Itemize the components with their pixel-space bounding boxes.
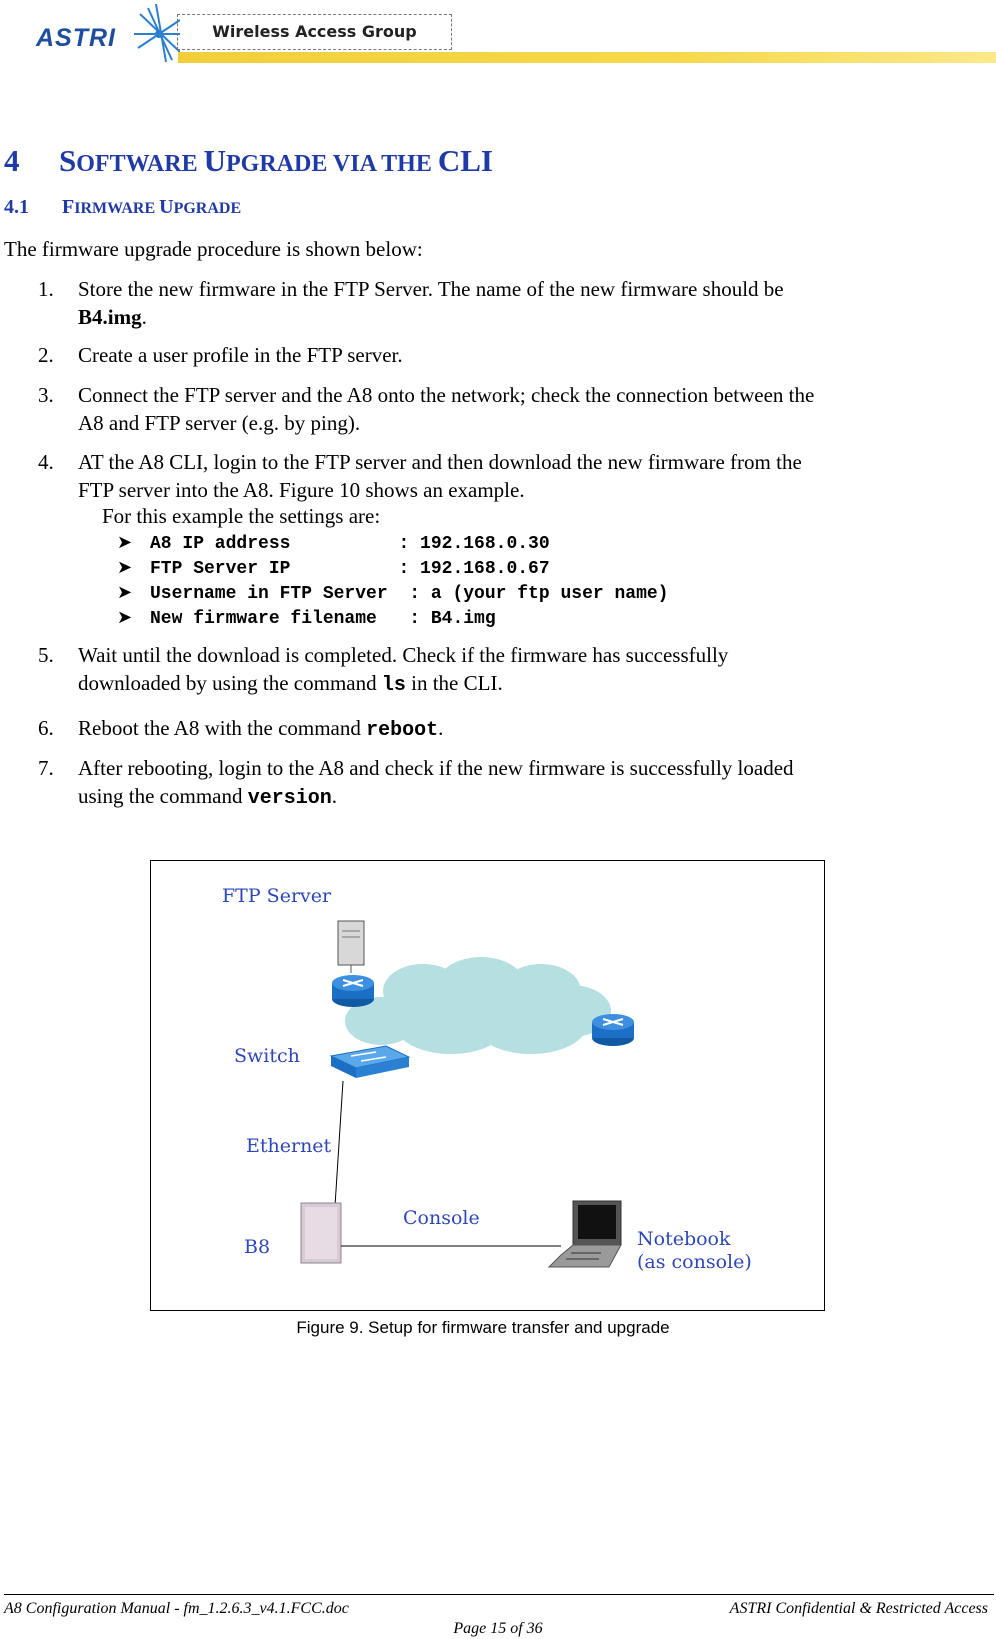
astri-logo-text: ASTRI [36,24,116,52]
firmware-filename: B4.img [78,305,142,329]
step-line: using the command [78,784,248,808]
header-bar [178,52,996,63]
step-text: Store the new firmware in the FTP Server… [78,275,974,331]
command-code: version [247,787,332,810]
setting-line: ➤ New firmware filename : B4.img [117,607,496,629]
footer-document-name: A8 Configuration Manual - fm_1.2.6.3_v4.… [4,1600,349,1617]
step-line: Reboot the A8 with the command [78,716,367,740]
setting-line: ➤ Username in FTP Server : a (your ftp us… [117,582,668,604]
step-text: Wait until the download is completed. Ch… [78,641,974,700]
router-icon [332,975,374,1007]
step-line: After rebooting, login to the A8 and che… [78,756,794,780]
setting-text: New firmware filename : B4.img [150,609,496,629]
network-cloud-icon [345,957,611,1054]
step-line: downloaded by using the command [78,671,382,695]
switch-label: Switch [234,1045,300,1067]
command-code: ls [381,674,406,697]
step-line: in the CLI. [405,671,503,695]
notebook-label: Notebook (as console) [637,1228,752,1274]
console-label: Console [403,1207,480,1229]
notebook-label-line: Notebook [637,1228,731,1250]
step-line: A8 and FTP server (e.g. by ping). [78,411,361,435]
arrow-bullet-icon: ➤ [117,582,133,603]
step-number: 4. [38,450,54,474]
heading-part: U [159,196,174,218]
step-text: Create a user profile in the FTP server. [78,343,403,367]
section-number: 4 [4,143,20,178]
step-number: 1. [38,277,54,301]
step-text: AT the A8 CLI, login to the FTP server a… [78,448,974,504]
router-icon [592,1014,634,1046]
setting-line: ➤ A8 IP address : 192.168.0.30 [117,532,550,554]
arrow-bullet-icon: ➤ [117,607,133,628]
punct: . [438,716,444,740]
setting-text: Username in FTP Server : a (your ftp use… [150,584,669,604]
heading-part: S [59,143,77,178]
setting-text: A8 IP address : 192.168.0.30 [150,534,550,554]
footer-confidentiality: ASTRI Confidential & Restricted Access [729,1600,988,1617]
ethernet-label: Ethernet [246,1135,332,1157]
subsection-number: 4.1 [4,196,29,218]
settings-intro: For this example the settings are: [102,504,381,528]
diagram-graphics [300,920,634,1268]
arrow-bullet-icon: ➤ [117,532,133,553]
footer-rule [4,1594,994,1595]
b8-label: B8 [244,1236,271,1258]
intro-paragraph: The firmware upgrade procedure is shown … [4,237,423,261]
step-line: AT the A8 CLI, login to the FTP server a… [78,450,802,474]
network-diagram: FTP Server Switch Ethernet Console B8 No… [150,860,825,1311]
punct: . [141,305,147,329]
step-number: 6. [38,716,54,740]
notebook-icon [547,1200,622,1268]
heading-part: IRMWARE [74,200,160,217]
step-number: 7. [38,756,54,780]
step-line: FTP server into the A8. Figure 10 shows … [78,478,525,502]
punct: . [331,784,337,808]
step-line: Connect the FTP server and the A8 onto t… [78,383,815,407]
section-heading: 4 SOFTWARE UPGRADE VIA THE CLI [4,143,493,179]
figure-caption: Figure 9. Setup for firmware transfer an… [296,1318,670,1337]
step-number: 3. [38,383,54,407]
heading-part: F [62,196,75,218]
command-code: reboot [366,719,439,742]
heading-part: PGRADE VIA THE [226,151,438,177]
arrow-bullet-icon: ➤ [117,557,133,578]
step-line: Store the new firmware in the FTP Server… [78,277,784,301]
step-text: Reboot the A8 with the command reboot. [78,714,974,745]
subsection-heading: 4.1 FIRMWARE UPGRADE [4,196,241,219]
b8-device-icon [300,1202,342,1264]
group-label: Wireless Access Group [177,14,452,50]
ftp-server-label: FTP Server [222,885,332,907]
astri-star-icon [134,3,181,63]
footer-page-number: Page 15 of 36 [453,1620,543,1637]
heading-part: OFTWARE [76,151,204,177]
heading-part: U [203,143,226,178]
step-number: 2. [38,343,54,367]
setting-text: FTP Server IP : 192.168.0.67 [150,559,550,579]
heading-part: PGRADE [173,200,242,217]
ethernet-link [334,1080,344,1207]
step-text: Connect the FTP server and the A8 onto t… [78,381,974,437]
server-icon [337,920,365,973]
step-line: Wait until the download is completed. Ch… [78,643,729,667]
switch-icon [329,1045,411,1078]
astri-logo [30,0,181,66]
heading-part: CLI [437,143,493,178]
setting-line: ➤ FTP Server IP : 192.168.0.67 [117,557,550,579]
step-number: 5. [38,643,54,667]
step-text: After rebooting, login to the A8 and che… [78,754,974,813]
notebook-label-line: (as console) [637,1251,752,1273]
